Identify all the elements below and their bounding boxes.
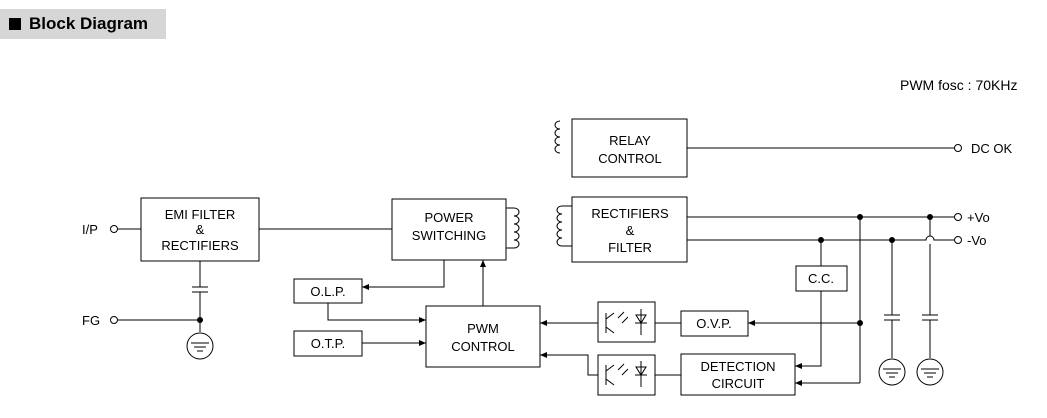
power-label-1: POWER — [424, 210, 473, 225]
pwm-label-2: CONTROL — [451, 339, 515, 354]
vminus-terminal — [954, 236, 962, 244]
relay-label-1: RELAY — [609, 133, 651, 148]
fg-label: FG — [82, 313, 100, 328]
rect-label-3: FILTER — [608, 240, 652, 255]
olp-label: O.L.P. — [310, 284, 345, 299]
dcok-terminal — [954, 144, 962, 152]
vminus-label: -Vo — [967, 233, 987, 248]
det-label-1: DETECTION — [700, 359, 775, 374]
emi-label-2: & — [196, 222, 205, 237]
pwm-control-block — [425, 305, 541, 368]
otp-label: O.T.P. — [311, 336, 345, 351]
ovp-label: O.V.P. — [696, 316, 731, 331]
filled-square-icon — [9, 18, 21, 30]
emi-label-1: EMI FILTER — [165, 207, 236, 222]
relay-label-2: CONTROL — [598, 151, 662, 166]
rect-label-2: & — [626, 223, 635, 238]
det-label-2: CIRCUIT — [712, 376, 765, 391]
ip-terminal — [110, 225, 118, 233]
transformer-coil-icon — [554, 120, 561, 154]
ground-icon — [916, 358, 944, 386]
emi-label-3: RECTIFIERS — [161, 238, 239, 253]
page-title: Block Diagram — [29, 14, 149, 33]
pwm-frequency-note: PWM fosc : 70KHz — [900, 77, 1018, 93]
optocoupler-icon — [597, 301, 656, 343]
ground-icon — [878, 358, 906, 386]
ip-label: I/P — [82, 222, 98, 237]
transformer-coil-icon — [506, 205, 572, 249]
dcok-label: DC OK — [971, 141, 1013, 156]
rect-label-1: RECTIFIERS — [591, 206, 669, 221]
header-bar: Block Diagram — [0, 9, 166, 39]
rectifiers-filter-block — [571, 196, 688, 263]
pwm-label-1: PWM — [467, 321, 499, 336]
ground-icon — [186, 332, 214, 360]
vplus-terminal — [954, 213, 962, 221]
vplus-label: +Vo — [967, 210, 990, 225]
relay-control-block — [571, 118, 688, 178]
cc-label: C.C. — [808, 271, 834, 286]
fg-terminal — [110, 316, 118, 324]
power-label-2: SWITCHING — [412, 228, 486, 243]
